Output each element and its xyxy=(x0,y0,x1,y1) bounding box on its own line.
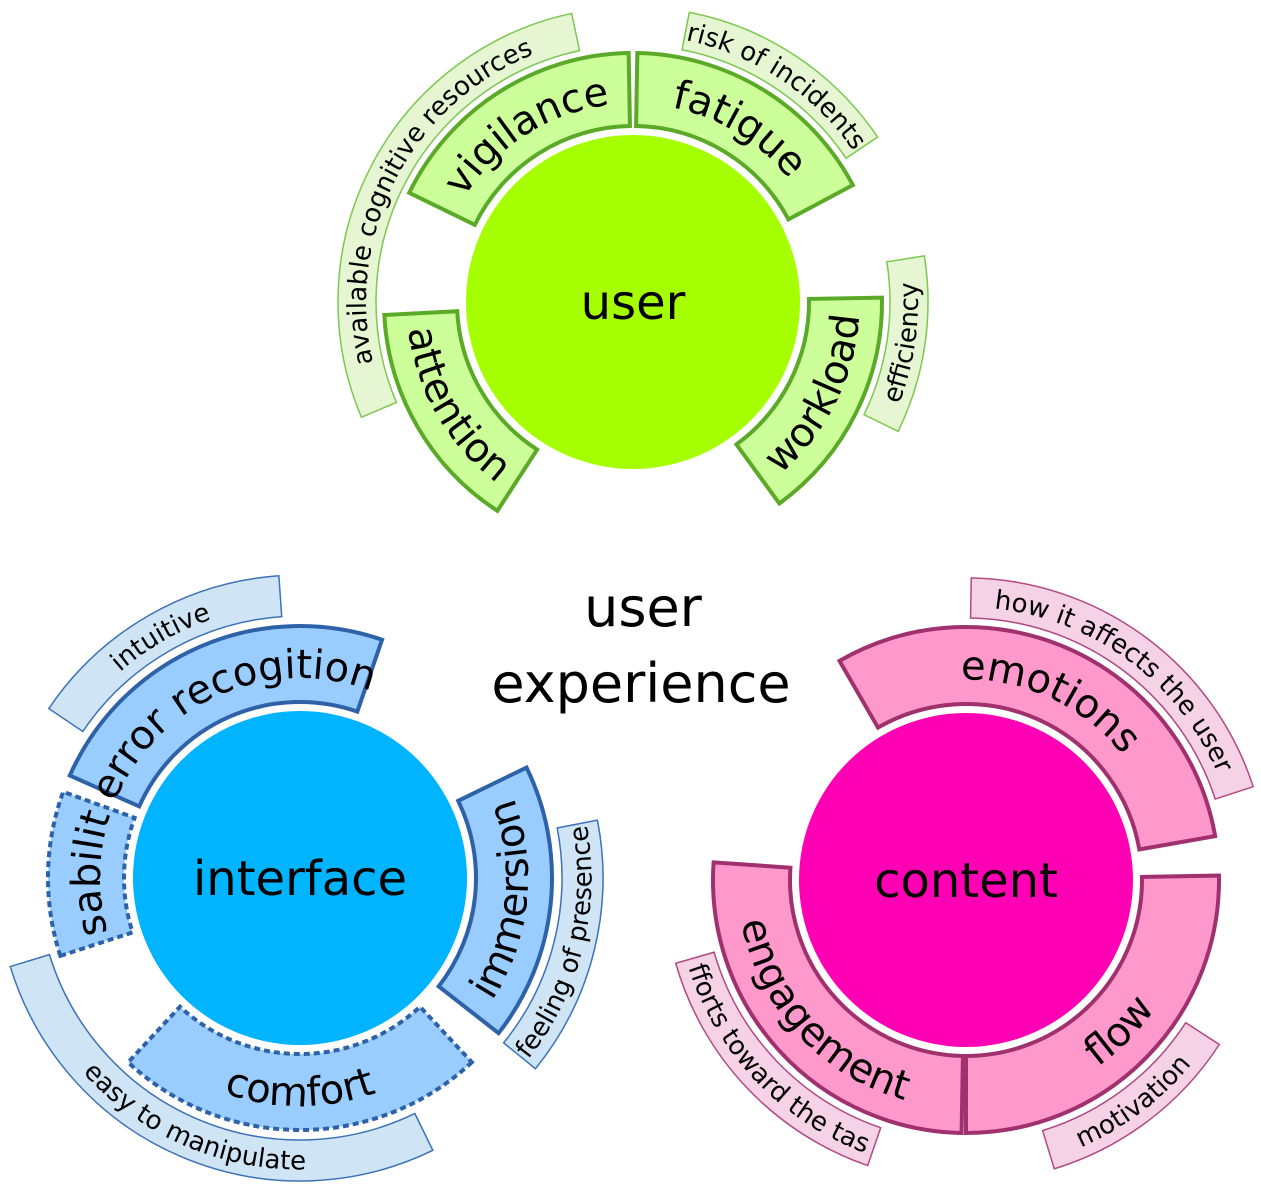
ux-title: user experience xyxy=(491,576,790,715)
interface-segment xyxy=(46,789,138,959)
interface-core-label: interface xyxy=(193,851,407,907)
content-core-label: content xyxy=(874,853,1058,909)
user-descriptor-label: efficiency xyxy=(877,282,925,407)
content-descriptor-band xyxy=(674,951,882,1167)
user-segment xyxy=(406,51,632,228)
user-descriptor-band xyxy=(337,12,581,419)
user-descriptor-band xyxy=(681,11,879,160)
user-segment xyxy=(733,295,884,507)
title-line-2: experience xyxy=(491,652,790,715)
user-descriptor-band xyxy=(862,254,929,433)
interface-segment-label: usability xyxy=(0,0,120,941)
content-segment xyxy=(964,873,1221,1136)
content-segment xyxy=(836,625,1218,852)
content-core-circle xyxy=(799,713,1133,1047)
interface-descriptor-band xyxy=(47,574,283,733)
title-line-1: user xyxy=(584,576,703,639)
content-segment xyxy=(711,860,965,1135)
interface-descriptor-band xyxy=(502,819,604,1070)
user-segment xyxy=(634,51,856,223)
interface-segment xyxy=(67,624,385,810)
interface-descriptor-band xyxy=(9,953,434,1182)
user-core-circle xyxy=(466,135,800,469)
content-descriptor-band xyxy=(969,577,1255,800)
user-segment xyxy=(382,309,540,514)
content-descriptor-band xyxy=(1041,1021,1221,1170)
user-core-label: user xyxy=(581,275,686,331)
interface-segment xyxy=(435,764,554,1036)
interface-core-circle xyxy=(133,711,467,1045)
interface-segment xyxy=(125,1003,475,1132)
